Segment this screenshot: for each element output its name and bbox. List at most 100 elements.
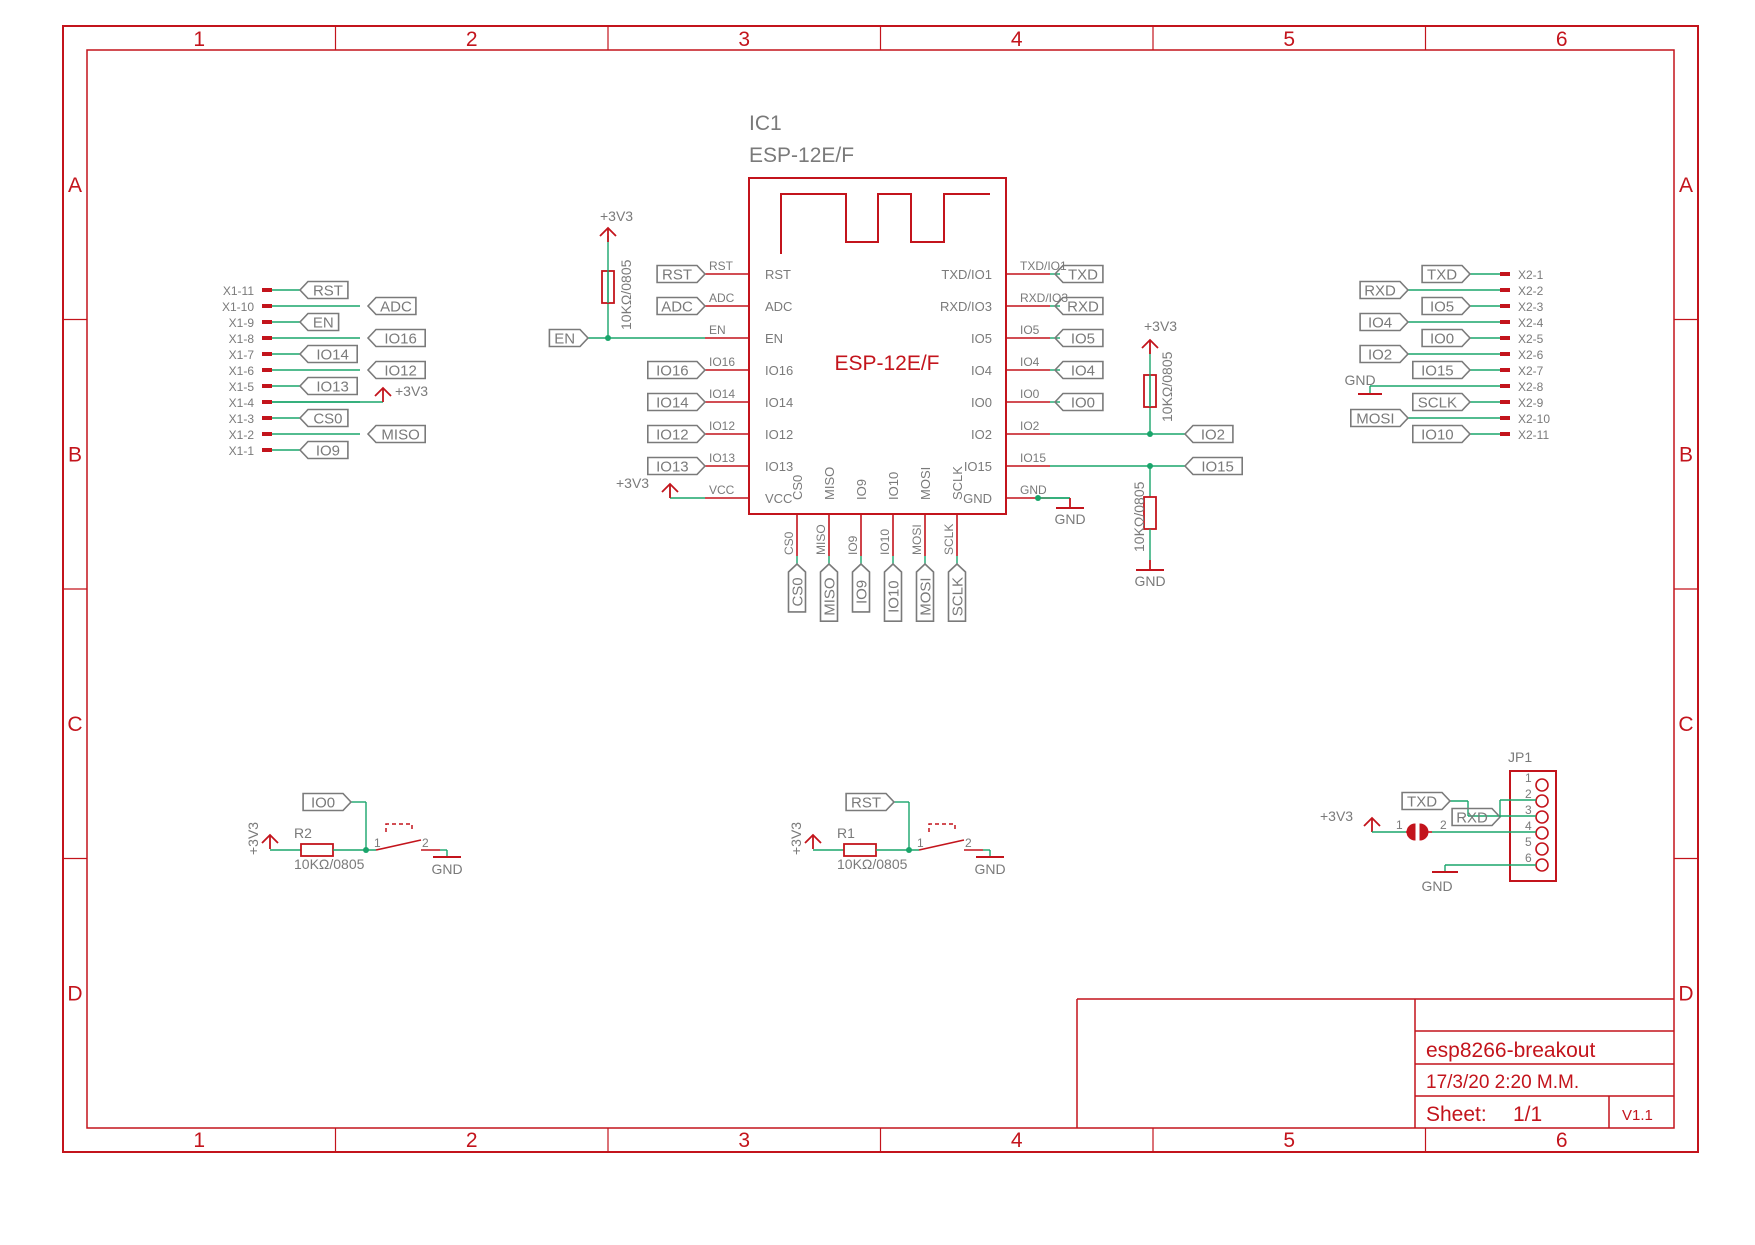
net-label-text: IO10: [886, 580, 903, 613]
net-label-flag: [646, 392, 707, 412]
net-label-text: EN: [554, 331, 575, 348]
net-label-text: IO10: [1421, 427, 1454, 444]
header-pin-label: X1-2: [229, 428, 255, 442]
frame-col-label: 4: [1011, 28, 1023, 51]
frame-col-label: 3: [738, 28, 750, 51]
resistor-body: [300, 843, 334, 857]
net-label-flag: [1359, 280, 1410, 300]
ic-pin-number: RXD/IO3: [1020, 291, 1068, 305]
net-label-flag: [1053, 392, 1104, 412]
net-label-text: ADC: [661, 299, 693, 316]
net-label-text: IO13: [316, 379, 349, 396]
header-pin-label: X1-9: [229, 316, 255, 330]
ic-pin-name: IO0: [971, 395, 992, 410]
header-pin-label: X2-11: [1518, 428, 1549, 442]
jp1-pin-number: 5: [1525, 835, 1532, 849]
jp1-pin-number: 2: [1525, 787, 1532, 801]
resistor-value: 10KΩ/0805: [294, 856, 365, 872]
frame-col-label: 5: [1283, 1129, 1295, 1152]
ic-pin-name: MOSI: [918, 467, 933, 500]
jp1-pad: [1535, 778, 1549, 792]
ic-pin-number: IO5: [1020, 323, 1040, 337]
switch-lever: [375, 839, 422, 851]
ic-pin-name: VCC: [765, 491, 792, 506]
net-label-text: RXD: [1067, 299, 1099, 316]
ic-pin-name: SCLK: [950, 466, 965, 500]
header-pin-label: X2-7: [1518, 364, 1544, 378]
ic-pin-name: EN: [765, 331, 783, 346]
header-pin-label: X1-7: [229, 348, 255, 362]
vcc-label: +3V3: [395, 383, 428, 399]
frame-row-label: B: [68, 443, 82, 466]
frame-row-label: B: [1679, 443, 1693, 466]
frame-col-label: 1: [193, 28, 205, 51]
ic-pin-name: IO9: [854, 479, 869, 500]
vcc-label: +3V3: [600, 208, 633, 224]
switch-pin-number: 1: [374, 836, 381, 850]
jumper-pin-number: 1: [1396, 818, 1403, 832]
ic-value: ESP-12E/F: [749, 144, 854, 167]
ic-pin-number: IO12: [709, 419, 735, 433]
switch-actuator: [385, 823, 413, 832]
net-label-flag: [298, 408, 349, 428]
header-pin-label: X2-2: [1518, 284, 1544, 298]
resistor-ref: R1: [837, 825, 855, 841]
vcc-label: +3V3: [616, 475, 649, 491]
switch-pin-number: 2: [422, 836, 429, 850]
net-label-flag: [298, 344, 359, 364]
header-pin-label: X1-8: [229, 332, 255, 346]
resistor-body: [843, 843, 877, 857]
switch-lever: [918, 839, 965, 851]
jp1-pad: [1535, 794, 1549, 808]
title-block-sheet-label: Sheet:: [1426, 1103, 1487, 1126]
header-pin: [1500, 384, 1510, 388]
gnd-label: GND: [1134, 573, 1165, 589]
net-label-flag: [1412, 424, 1472, 444]
net-label-flag: [947, 562, 967, 623]
header-pin-label: X1-6: [229, 364, 255, 378]
header-pin-label: X2-5: [1518, 332, 1544, 346]
net-label-text: IO2: [1201, 427, 1225, 444]
net-label-text: MISO: [381, 427, 419, 444]
net-label-flag: [1183, 456, 1243, 476]
frame-col-label: 3: [738, 1129, 750, 1152]
net-label-text: TXD: [1407, 794, 1437, 811]
ic-pin-number: IO0: [1020, 387, 1040, 401]
net-label-flag: [366, 424, 427, 444]
ic-pin-number: TXD/IO1: [1020, 259, 1067, 273]
ic-pin-name: ADC: [765, 299, 792, 314]
net-label-text: IO14: [316, 347, 349, 364]
header-pin: [262, 368, 272, 372]
ic-pin-number: ADC: [709, 291, 735, 305]
ic-pin-name: RXD/IO3: [940, 299, 992, 314]
ic-pin-number: IO2: [1020, 419, 1040, 433]
net-label-flag: [1359, 312, 1410, 332]
net-label-text: CS0: [313, 411, 342, 428]
ic-pin-number: IO10: [878, 529, 892, 555]
net-label-text: RST: [662, 267, 692, 284]
ic-pin-name: CS0: [790, 475, 805, 500]
net-label-text: MOSI: [1356, 411, 1394, 428]
jp1-ref: JP1: [1508, 749, 1532, 765]
net-label-flag: [845, 792, 896, 812]
net-label-text: RST: [851, 795, 881, 812]
net-label-flag: [819, 562, 839, 623]
net-label-text: IO16: [384, 331, 417, 348]
header-pin-label: X1-10: [222, 300, 254, 314]
gnd-label: GND: [431, 861, 462, 877]
header-pin: [1500, 272, 1510, 276]
frame-row-label: A: [1679, 174, 1693, 197]
header-pin: [262, 320, 272, 324]
ic-pin-number: IO13: [709, 451, 735, 465]
header-pin-label: X2-6: [1518, 348, 1544, 362]
net-label-flag: [646, 456, 707, 476]
net-label-text: MISO: [822, 577, 839, 615]
frame-col-label: 1: [193, 1129, 205, 1152]
ic-center-label: ESP-12E/F: [834, 352, 939, 375]
net-label-flag: [915, 562, 935, 623]
ic-ref: IC1: [749, 112, 782, 135]
net-label-text: TXD: [1068, 267, 1098, 284]
vcc-label: +3V3: [245, 822, 261, 855]
net-label-flag: [656, 264, 707, 284]
